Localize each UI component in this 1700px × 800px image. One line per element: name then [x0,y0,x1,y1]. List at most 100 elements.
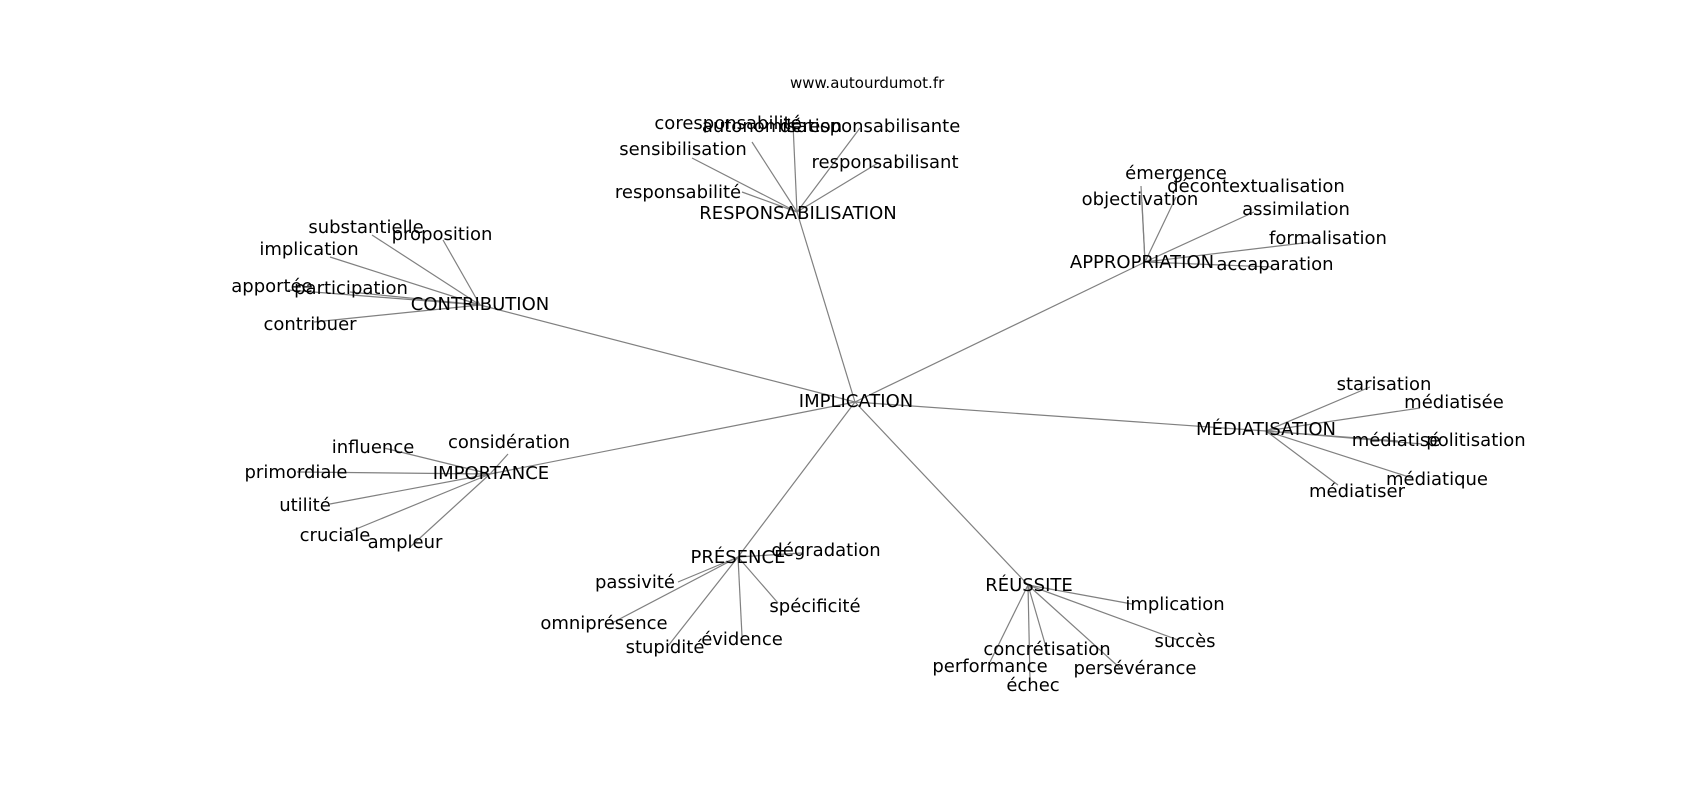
edge-group-3-child-3 [329,256,481,306]
edge-group-7-child-6 [1027,584,1031,681]
word-node-label[interactable]: starisation [1337,374,1432,395]
word-node-label[interactable]: utilité [279,495,331,516]
word-node-label[interactable]: responsabilité [615,182,741,203]
edge-group-4-child-4 [1265,430,1423,445]
word-node-label[interactable]: apportée [231,276,313,297]
edge-group-7-child-1 [1027,584,1133,605]
edge-group-6-child-4 [609,556,739,625]
word-node-label[interactable]: médiatisé [1352,430,1441,451]
edge-group-5-child-1 [383,447,491,475]
edge-group-2-child-2 [1144,196,1177,263]
edge-group-6-child-6 [737,556,743,637]
edge-group-6-child-5 [667,556,739,647]
word-node-label[interactable]: formalisation [1269,228,1387,249]
edge-group-3-child-1 [371,234,481,306]
edge-group-1-child-4 [691,157,798,213]
word-node-label[interactable]: succès [1154,631,1215,652]
edge-group-2-child-3 [1141,201,1146,263]
group-node-label[interactable]: RESPONSABILISATION [699,203,896,224]
source-credit: www.autourdumot.fr [790,74,945,92]
edge-center-to-group-4 [854,401,1267,432]
word-node-label[interactable]: émergence [1125,163,1227,184]
word-node-label[interactable]: performance [932,656,1047,677]
word-node-label[interactable]: politisation [1426,430,1525,451]
edge-group-5-child-4 [329,473,491,505]
edge-group-3-child-5 [349,291,481,306]
group-node-label[interactable]: IMPORTANCE [433,463,549,484]
edge-group-3-child-6 [313,304,481,323]
word-node-label[interactable]: passivité [595,572,675,593]
edge-group-7-child-5 [1027,584,1121,669]
word-node-label[interactable]: autonomisation [702,116,842,137]
edge-group-5-child-6 [408,473,491,549]
edge-group-2-child-5 [1144,241,1313,263]
edge-group-1-child-6 [741,191,798,213]
edge-center-to-group-5 [489,401,856,475]
edge-group-3-child-4 [287,289,481,306]
edge-group-7-child-2 [1027,584,1179,641]
word-node-label[interactable]: médiatique [1386,469,1488,490]
word-node-label[interactable]: décontextualisation [1167,176,1345,197]
word-node-label[interactable]: dégradation [771,540,880,561]
edge-group-1-child-2 [792,123,798,213]
word-node-label[interactable]: cruciale [300,525,371,546]
word-node-label[interactable]: objectivation [1082,189,1199,210]
word-node-label[interactable]: échec [1006,675,1059,696]
edge-group-4-child-1 [1265,386,1371,432]
group-node-label[interactable]: APPROPRIATION [1070,252,1214,273]
word-node-label[interactable]: concrétisation [983,639,1110,660]
word-node-label[interactable]: substantielle [308,217,423,238]
graph-labels: coresponsabilitéautonomisationdéresponsa… [231,113,1525,696]
group-node-label[interactable]: MÉDIATISATION [1196,418,1336,440]
word-node-label[interactable]: persévérance [1074,658,1197,679]
edge-group-1-child-3 [796,127,861,213]
edge-group-1-child-5 [796,162,879,213]
word-node-label[interactable]: accaparation [1216,254,1333,275]
word-node-label[interactable]: évidence [701,629,783,650]
center-node-label[interactable]: IMPLICATION [799,391,913,412]
edge-group-4-child-5 [1265,430,1413,479]
word-node-label[interactable]: ampleur [368,532,443,553]
word-node-label[interactable]: proposition [392,224,493,245]
graph-edges [287,123,1423,681]
word-node-label[interactable]: omniprésence [540,613,667,634]
edge-center-to-group-1 [796,211,856,403]
edge-center-to-group-3 [479,304,856,403]
word-node-label[interactable]: influence [332,437,415,458]
word-node-label[interactable]: implication [1125,594,1224,615]
edge-group-5-child-2 [489,453,509,475]
word-node-label[interactable]: contribuer [263,314,357,335]
edge-center-to-group-7 [854,401,1029,586]
edge-center-to-group-2 [854,261,1146,403]
word-node-label[interactable]: implication [259,239,358,260]
group-node-label[interactable]: CONTRIBUTION [411,294,549,315]
word-node-label[interactable]: stupidité [626,637,705,658]
edge-center-to-group-6 [737,401,856,558]
word-node-label[interactable]: assimilation [1242,199,1350,220]
edge-group-3-child-2 [442,239,481,306]
word-node-label[interactable]: considération [448,432,570,453]
group-node-label[interactable]: RÉUSSITE [985,574,1073,596]
word-node-label[interactable]: responsabilisant [811,152,958,173]
word-node-label[interactable]: médiatiser [1309,481,1406,502]
edge-group-6-child-2 [677,556,739,583]
edge-group-7-child-3 [1027,584,1049,655]
edge-group-6-child-1 [737,552,803,558]
edge-group-7-child-4 [989,584,1029,663]
edge-group-5-child-3 [296,471,491,475]
edge-group-6-child-3 [737,556,779,604]
group-node-label[interactable]: PRÉSENCE [691,546,786,568]
edge-group-2-child-6 [1144,261,1273,268]
word-node-label[interactable]: sensibilisation [619,139,747,160]
edge-group-5-child-5 [343,473,491,535]
word-node-label[interactable]: médiatisée [1404,392,1504,413]
word-node-label[interactable]: déresponsabilisante [780,116,961,137]
word-node-label[interactable]: coresponsabilité [654,113,801,134]
edge-group-1-child-1 [751,141,798,213]
word-node-label[interactable]: primordiale [245,462,348,483]
word-node-label[interactable]: spécificité [769,596,860,617]
word-node-label[interactable]: participation [294,278,408,299]
edge-group-4-child-6 [1265,430,1339,486]
edge-group-2-child-4 [1144,211,1255,263]
